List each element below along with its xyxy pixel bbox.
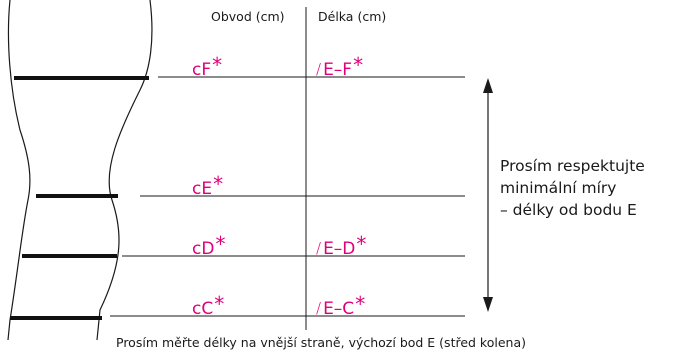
slash-icon: / [316, 60, 322, 78]
range-arrow-head-top [483, 78, 493, 93]
note-line-1: Prosím respektujte [500, 157, 645, 175]
asterisk: * [212, 53, 223, 77]
minimum-note: Prosím respektujte minimální míry – délk… [500, 155, 645, 221]
label-cc: cC* [192, 294, 224, 319]
label-ef-text: E–F [323, 60, 353, 80]
label-cf: cF* [192, 55, 222, 80]
header-length: Délka (cm) [318, 9, 387, 24]
label-ec-text: E–C [323, 299, 355, 319]
leg-left-outline [7, 0, 31, 341]
label-ec: /E–C* [316, 294, 365, 319]
label-ed: /E–D* [316, 234, 366, 259]
leg-right-outline [96, 0, 153, 341]
asterisk: * [356, 232, 367, 256]
slash-icon: / [316, 299, 322, 317]
asterisk: * [355, 292, 366, 316]
header-circumference: Obvod (cm) [211, 9, 285, 24]
note-line-2: minimální míry [500, 179, 617, 197]
note-line-3: – délky od bodu E [500, 201, 637, 219]
footer-instruction: Prosím měřte délky na vnější straně, výc… [116, 335, 526, 350]
asterisk: * [353, 53, 364, 77]
label-cc-text: cC [192, 299, 214, 319]
range-arrow-head-bottom [483, 297, 493, 312]
asterisk: * [215, 232, 226, 256]
label-cd-text: cD [192, 239, 215, 259]
asterisk: * [214, 292, 225, 316]
label-cf-text: cF [192, 60, 212, 80]
label-ed-text: E–D [323, 239, 356, 259]
label-ce-text: cE [192, 179, 213, 199]
label-cd: cD* [192, 234, 225, 259]
asterisk: * [213, 172, 224, 196]
label-ce: cE* [192, 174, 223, 199]
slash-icon: / [316, 239, 322, 257]
label-ef: /E–F* [316, 55, 363, 80]
